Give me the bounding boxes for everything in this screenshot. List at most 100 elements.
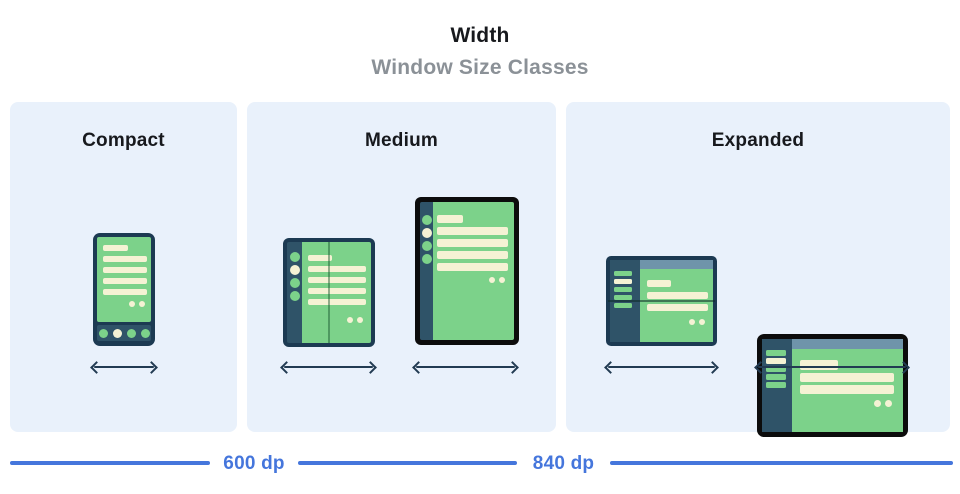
content-dots bbox=[103, 301, 147, 307]
content-dot bbox=[699, 319, 705, 325]
content-dot bbox=[357, 317, 363, 323]
content-dots bbox=[647, 319, 708, 325]
content-line bbox=[308, 277, 366, 283]
content-pane bbox=[792, 349, 903, 432]
nav-rail bbox=[420, 202, 433, 340]
nav-dot bbox=[126, 328, 136, 338]
drawer-item bbox=[614, 295, 632, 300]
width-arrow-icon bbox=[412, 359, 519, 375]
diagram-header: Width Window Size Classes bbox=[0, 24, 960, 80]
content-line bbox=[437, 263, 508, 271]
tablet-landscape-device bbox=[757, 334, 908, 437]
fold-hinge-line bbox=[328, 242, 331, 343]
nav-rail bbox=[287, 242, 302, 343]
content-pane bbox=[640, 269, 713, 342]
drawer-item bbox=[614, 303, 632, 308]
width-arrow-icon bbox=[90, 359, 158, 375]
drawer-item bbox=[766, 366, 786, 372]
diagram-subtitle: Window Size Classes bbox=[371, 56, 589, 79]
arrow-head-right bbox=[506, 360, 519, 374]
rail-item bbox=[289, 291, 300, 301]
drawer-item bbox=[766, 350, 786, 356]
nav-drawer bbox=[762, 339, 792, 432]
content-dot bbox=[139, 301, 145, 307]
content-line bbox=[800, 373, 894, 382]
foldable-screen bbox=[302, 242, 371, 343]
content-dot bbox=[489, 277, 495, 283]
content-line bbox=[103, 278, 147, 284]
content-line bbox=[308, 288, 366, 294]
panel-title-medium: Medium bbox=[365, 130, 438, 151]
rail-item bbox=[421, 254, 432, 264]
width-arrow-icon bbox=[754, 359, 910, 375]
arrow-shaft bbox=[94, 366, 154, 368]
panel-title-expanded: Expanded bbox=[711, 130, 805, 151]
content-line bbox=[800, 385, 894, 394]
breakpoint-label-840dp: 840 dp bbox=[532, 453, 595, 474]
arrow-head-left bbox=[90, 360, 103, 374]
rail-item bbox=[421, 241, 432, 251]
breakpoint-line-segment bbox=[298, 461, 517, 465]
arrow-head-left bbox=[412, 360, 425, 374]
nav-dot bbox=[140, 328, 150, 338]
arrow-shaft bbox=[758, 366, 906, 368]
width-arrow-icon bbox=[604, 359, 719, 375]
width-arrow-icon bbox=[280, 359, 377, 375]
content-line bbox=[103, 245, 128, 251]
drawer-item bbox=[614, 287, 632, 292]
breakpoint-line-segment bbox=[10, 461, 210, 465]
rail-item bbox=[421, 228, 432, 238]
drawer-item bbox=[614, 271, 632, 276]
content-line bbox=[308, 266, 366, 272]
fold-hinge-line bbox=[608, 300, 715, 302]
nav-dot bbox=[98, 328, 108, 338]
content-line bbox=[103, 267, 147, 273]
rail-item bbox=[289, 278, 300, 288]
main-pane bbox=[792, 339, 903, 432]
arrow-head-left bbox=[280, 360, 293, 374]
content-dots bbox=[308, 317, 366, 323]
tablet-screen bbox=[433, 202, 514, 340]
arrow-shaft bbox=[608, 366, 715, 368]
arrow-head-left bbox=[754, 360, 767, 374]
content-line bbox=[647, 280, 671, 287]
tablet-portrait-device bbox=[415, 197, 519, 345]
phone-device bbox=[93, 233, 155, 346]
arrow-shaft bbox=[416, 366, 515, 368]
arrow-head-right bbox=[706, 360, 719, 374]
panel-expanded: Expanded bbox=[566, 102, 950, 437]
panel-medium: Medium bbox=[247, 102, 556, 432]
diagram-title: Width bbox=[450, 24, 510, 47]
rail-item bbox=[289, 265, 300, 275]
arrow-head-right bbox=[145, 360, 158, 374]
drawer-item bbox=[614, 279, 632, 284]
drawer-item bbox=[766, 382, 786, 388]
foldable-device bbox=[283, 238, 375, 347]
content-line bbox=[800, 360, 838, 370]
drawer-item bbox=[766, 358, 786, 364]
arrow-head-left bbox=[604, 360, 617, 374]
arrow-head-right bbox=[364, 360, 377, 374]
rail-item bbox=[421, 215, 432, 225]
content-line bbox=[103, 289, 147, 295]
content-dot bbox=[347, 317, 353, 323]
content-dots bbox=[437, 277, 508, 283]
content-dot bbox=[129, 301, 135, 307]
breakpoint-line-segment bbox=[610, 461, 953, 465]
content-dot bbox=[885, 400, 892, 407]
arrow-shaft bbox=[284, 366, 373, 368]
app-bar bbox=[640, 260, 713, 269]
nav-dot bbox=[112, 328, 122, 338]
content-line bbox=[308, 255, 332, 261]
rail-item bbox=[289, 252, 300, 262]
arrow-head-right bbox=[897, 360, 910, 374]
content-line bbox=[308, 299, 366, 305]
panel-compact: Compact bbox=[10, 102, 237, 432]
content-line bbox=[437, 227, 508, 235]
content-dot bbox=[689, 319, 695, 325]
content-line bbox=[437, 239, 508, 247]
content-dots bbox=[800, 400, 894, 407]
foldable-landscape-device bbox=[606, 256, 717, 346]
content-dot bbox=[499, 277, 505, 283]
